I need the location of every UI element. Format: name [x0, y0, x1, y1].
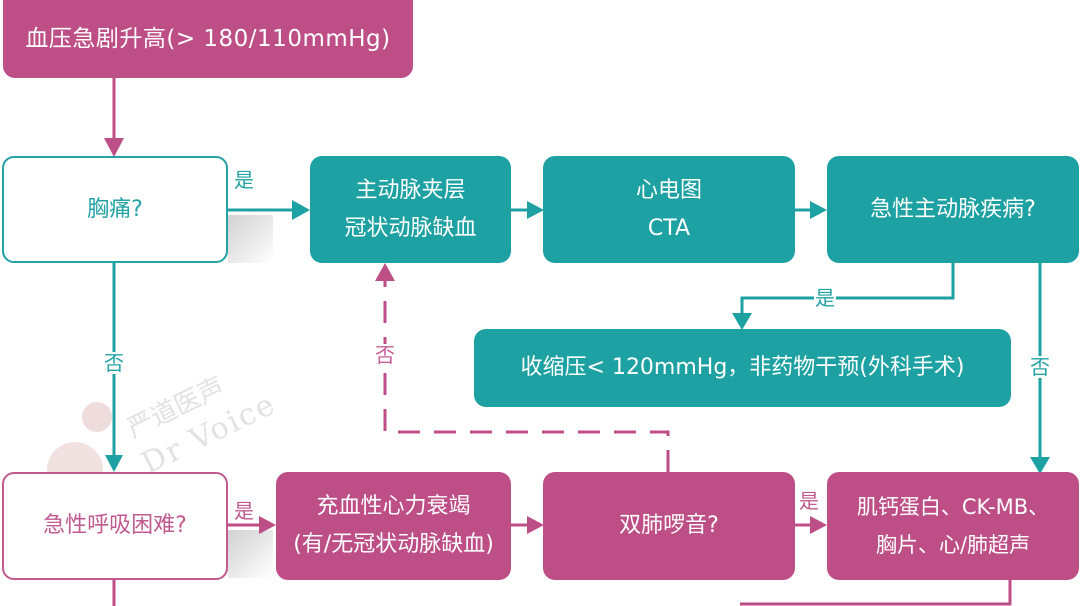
node-bp-rise[interactable]: 血压急剧升高(> 180/110mmHg): [3, 0, 413, 78]
node-chest-pain[interactable]: 胸痛?: [2, 156, 228, 263]
node-acute-aortic[interactable]: 急性主动脉疾病?: [827, 156, 1079, 263]
node-chf[interactable]: 充血性心力衰竭 (有/无冠状动脉缺血): [276, 472, 511, 580]
arrow-dissection-to-ecg: [511, 201, 544, 219]
arrow-aortic-yes: [732, 263, 955, 330]
arrow-dyspnea-yes: [228, 516, 276, 534]
node-ecg-cta[interactable]: 心电图 CTA: [543, 156, 795, 263]
decorative-shadow: [228, 215, 273, 263]
label-dyspnea-yes: 是: [233, 499, 255, 523]
arrow-ecg-to-aortic: [795, 201, 827, 219]
label-rales-no: 否: [374, 343, 396, 367]
node-tests[interactable]: 肌钙蛋白、CK-MB、 胸片、心/肺超声: [827, 472, 1079, 580]
label-chest-no: 否: [103, 351, 125, 375]
node-dyspnea[interactable]: 急性呼吸困难?: [2, 472, 228, 580]
node-dissection[interactable]: 主动脉夹层 冠状动脉缺血: [310, 156, 511, 263]
node-sbp-target[interactable]: 收缩压< 120mmHg，非药物干预(外科手术): [474, 329, 1011, 407]
arrow-chest-pain-yes: [228, 200, 310, 220]
decorative-shadow: [228, 530, 273, 578]
label-aortic-yes: 是: [814, 286, 836, 310]
node-rales[interactable]: 双肺啰音?: [543, 472, 795, 580]
connector-tests-down: [740, 580, 1012, 606]
arrow-bp-to-chest-pain: [104, 78, 124, 157]
label-chest-yes: 是: [233, 168, 255, 192]
arrow-rales-yes: [795, 516, 827, 534]
label-rales-yes: 是: [798, 489, 820, 513]
arrow-chf-to-rales: [511, 516, 544, 534]
label-aortic-no: 否: [1029, 355, 1051, 379]
